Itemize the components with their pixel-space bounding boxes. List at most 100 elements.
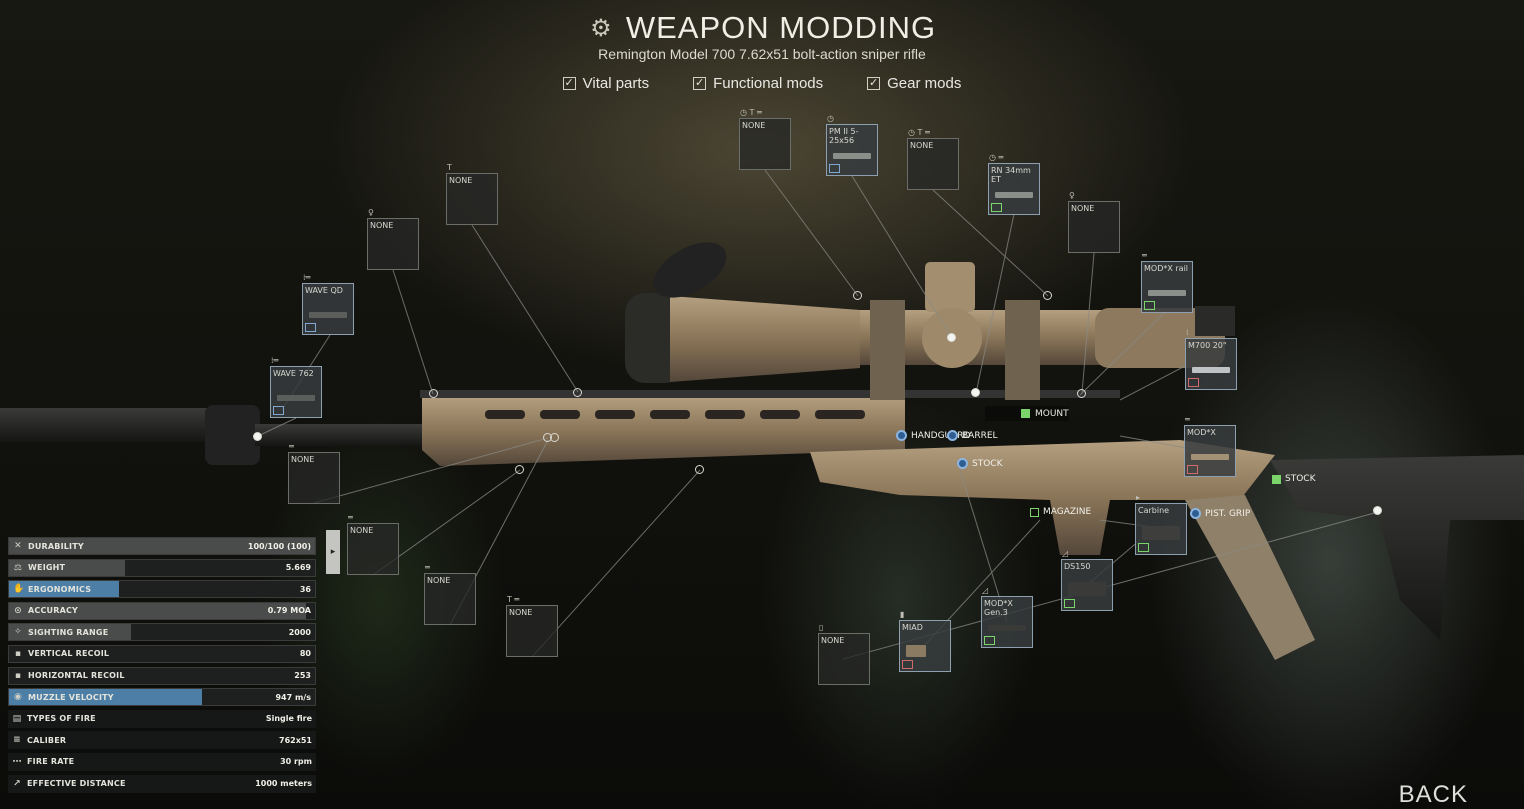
- rail-mount-pin[interactable]: [429, 389, 438, 398]
- target-icon: ⊙: [14, 605, 22, 616]
- velocity-icon: ◉: [13, 692, 23, 703]
- slot-stock[interactable]: ◿ MOD*X Gen.3: [981, 586, 1033, 648]
- barrel-indicator-icon: [947, 430, 958, 441]
- node-label: BARREL: [962, 430, 998, 441]
- weapon-name: Remington Model 700 7.62x51 bolt-action …: [598, 46, 926, 62]
- slot-scope-mount[interactable]: ◷ ═ RN 34mm ET: [988, 153, 1040, 215]
- slot-muzzle[interactable]: ⁞═ WAVE 762: [270, 356, 322, 418]
- node-label: STOCK: [972, 458, 1003, 469]
- stat-label: ✧SIGHTING RANGE: [13, 627, 108, 637]
- stat-row-durability: ✕ DURABILITY 100/100 (100): [8, 537, 316, 555]
- mount-pin[interactable]: [971, 388, 980, 397]
- slot-item-name: MOD*X: [1187, 428, 1216, 437]
- slot-muzzle-adapter[interactable]: ⁞═ WAVE QD: [302, 273, 354, 335]
- distance-icon: ↗: [13, 778, 21, 789]
- node-barrel[interactable]: BARREL: [947, 430, 998, 441]
- filter-vital-parts[interactable]: ✓ Vital parts: [562, 75, 650, 92]
- slot-type-icon: ◷ T ═: [740, 108, 762, 117]
- slot-item-name: Carbine: [1138, 506, 1170, 515]
- filter-label: Functional mods: [713, 75, 824, 92]
- slot-empty[interactable]: T ═ NONE: [506, 595, 558, 657]
- slot-stock-buffer[interactable]: ▸ Carbine: [1135, 493, 1187, 555]
- muzzle-mount-pin[interactable]: [253, 432, 262, 441]
- rail-mount-pin[interactable]: [1077, 389, 1086, 398]
- stat-label-text: DURABILITY: [28, 541, 84, 551]
- wrench-icon: ✕: [14, 541, 22, 551]
- node-label: MOUNT: [1035, 408, 1069, 419]
- stat-value: 36: [299, 584, 311, 594]
- filter-label: Vital parts: [582, 75, 650, 92]
- stat-label-text: WEIGHT: [28, 563, 66, 573]
- scope-rail-pin[interactable]: [1043, 291, 1052, 300]
- stat-bar: [9, 581, 120, 598]
- filter-gear-mods[interactable]: ✓ Gear mods: [867, 75, 961, 92]
- stat-value: 947 m/s: [275, 692, 311, 702]
- node-magazine[interactable]: MAGAZINE: [1030, 507, 1091, 517]
- stat-value: 5.669: [285, 563, 311, 573]
- slot-mount-rail[interactable]: ═ MOD*X rail: [1141, 251, 1193, 313]
- slot-item-name: NONE: [291, 455, 315, 464]
- node-label: STOCK: [1285, 474, 1316, 484]
- slot-type-icon: ▸: [1136, 493, 1141, 502]
- back-button[interactable]: BACK: [1398, 781, 1468, 808]
- stat-value: Single fire: [265, 714, 312, 724]
- slot-item-name: RN 34mm ET: [991, 166, 1031, 184]
- slot-type-icon: ═: [1185, 415, 1190, 424]
- rail-mount-pin[interactable]: [573, 388, 582, 397]
- stock-mount-pin[interactable]: [1373, 506, 1382, 515]
- recoil-icon: ▪: [14, 648, 22, 659]
- stat-value: 100/100 (100): [247, 541, 311, 551]
- node-handguard[interactable]: HANDGUARD: [896, 430, 971, 441]
- node-stock-inner[interactable]: STOCK: [957, 458, 1002, 469]
- stat-label-text: ACCURACY: [28, 606, 79, 616]
- slot-item-name: NONE: [370, 221, 394, 230]
- handguard-mount-pin[interactable]: [515, 465, 524, 474]
- slot-item-name: DS150: [1064, 562, 1091, 571]
- slot-pistol-grip[interactable]: ▮ MIAD: [899, 610, 951, 672]
- scope-mount-pin[interactable]: [947, 333, 956, 342]
- node-label: MAGAZINE: [1043, 507, 1092, 517]
- slot-empty[interactable]: ♀ NONE: [367, 208, 419, 270]
- filter-functional-mods[interactable]: ✓ Functional mods: [693, 75, 823, 92]
- slot-empty[interactable]: ♀ NONE: [1068, 191, 1120, 253]
- stats-collapse-button[interactable]: ▸: [326, 530, 340, 574]
- mount-indicator-icon: [1021, 409, 1030, 418]
- slot-empty[interactable]: ◷ T ═ NONE: [907, 128, 959, 190]
- stat-label-text: ERGONOMICS: [28, 584, 92, 594]
- slot-type-icon: ◿: [1062, 549, 1069, 558]
- stat-value: 2000: [288, 627, 311, 637]
- item-thumbnail: [1192, 367, 1230, 373]
- slot-empty[interactable]: ═ NONE: [288, 442, 340, 504]
- stat-bar: [9, 689, 202, 706]
- handguard-mount-pin[interactable]: [695, 465, 704, 474]
- stat-label-text: MUZZLE VELOCITY: [28, 692, 114, 702]
- slot-magazine[interactable]: ◿ DS150: [1061, 549, 1113, 611]
- slot-empty[interactable]: ═ NONE: [424, 563, 476, 625]
- item-thumbnail: [277, 395, 315, 401]
- slot-chassis[interactable]: ═ MOD*X: [1184, 415, 1236, 477]
- slot-type-icon: ◷: [827, 114, 834, 123]
- slot-empty[interactable]: T NONE: [446, 163, 498, 225]
- weight-icon: ⚖: [13, 562, 23, 573]
- stat-label-text: SIGHTING RANGE: [28, 627, 109, 637]
- slot-scope[interactable]: ◷ PM II 5-25x56: [826, 114, 878, 176]
- checkbox-functional-mods[interactable]: ✓: [693, 77, 707, 90]
- node-stock-outer[interactable]: STOCK: [1272, 474, 1315, 484]
- slot-empty[interactable]: ◷ T ═ NONE: [739, 108, 791, 170]
- item-badge-icon: [1188, 378, 1199, 387]
- node-pistol-grip[interactable]: PIST. GRIP: [1190, 508, 1250, 519]
- checkbox-gear-mods[interactable]: ✓: [867, 77, 881, 90]
- slot-item-name: NONE: [509, 608, 533, 617]
- checkbox-vital-parts[interactable]: ✓: [562, 77, 576, 90]
- node-mount[interactable]: MOUNT: [985, 406, 1069, 421]
- handguard-mount-pin[interactable]: [550, 433, 559, 442]
- slot-empty[interactable]: ═ NONE: [347, 513, 399, 575]
- slot-barrel[interactable]: ⁞ M700 20": [1185, 328, 1237, 390]
- slot-empty[interactable]: ▯ NONE: [818, 623, 870, 685]
- stat-label-text: TYPES OF FIRE: [27, 714, 96, 724]
- scope-rail-pin[interactable]: [853, 291, 862, 300]
